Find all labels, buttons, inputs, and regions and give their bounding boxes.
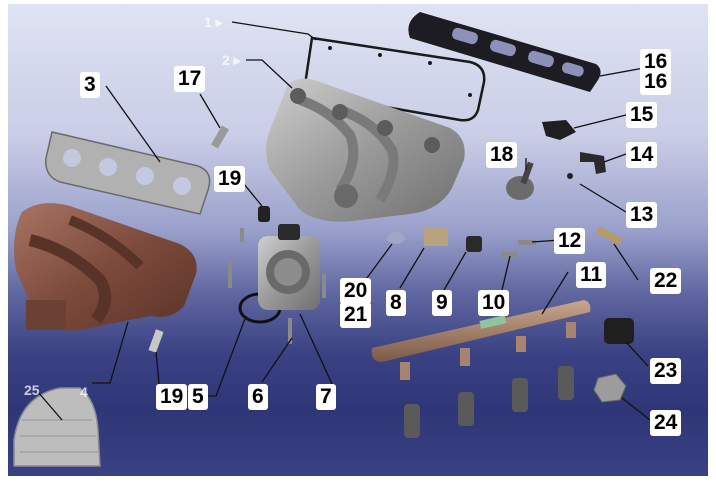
callout-14: 14 bbox=[626, 142, 658, 168]
sensor-14-part bbox=[580, 152, 606, 174]
callout-15: 15 bbox=[626, 102, 658, 128]
callout-2: 2 ▸ bbox=[222, 52, 241, 68]
throttle-body-part bbox=[258, 224, 320, 310]
clip-21-part bbox=[387, 232, 405, 244]
callout-10: 10 bbox=[478, 290, 510, 316]
bolt-part bbox=[596, 226, 623, 245]
callout-1: 1 ▸ bbox=[204, 14, 223, 30]
map-sensor-part bbox=[604, 318, 634, 344]
callout-16b: 16 bbox=[640, 69, 672, 95]
callout-18: 17 bbox=[174, 66, 206, 92]
callout-9: 9 bbox=[432, 290, 452, 316]
exhaust-manifold-part bbox=[14, 203, 197, 331]
fuel-injectors-part bbox=[404, 366, 574, 438]
exhaust-gasket-part bbox=[45, 131, 211, 215]
bolt-6d-part bbox=[240, 228, 244, 242]
callout-11: 11 bbox=[576, 262, 607, 288]
bracket-8-part bbox=[424, 228, 448, 246]
callout-22: 22 bbox=[650, 268, 682, 294]
callout-13: 13 bbox=[626, 202, 658, 228]
intake-seal-plate-part bbox=[408, 12, 601, 92]
callout-7: 7 bbox=[316, 384, 336, 410]
callout-6: 6 bbox=[248, 384, 268, 410]
intake-manifold-part bbox=[266, 78, 465, 222]
callout-4-small: 4 bbox=[80, 384, 88, 400]
sensor-9-part bbox=[466, 236, 482, 252]
sensor-20-part bbox=[258, 206, 270, 222]
stud-19-part bbox=[148, 329, 164, 353]
callout-8: 8 bbox=[386, 290, 406, 316]
bolt-12-part bbox=[518, 240, 536, 245]
stud-18-part bbox=[211, 125, 229, 149]
callout-21b: 21 bbox=[340, 302, 372, 328]
callout-21a: 20 bbox=[340, 278, 372, 304]
callout-20: 19 bbox=[214, 166, 246, 192]
callout-12: 12 bbox=[554, 228, 586, 254]
callout-5: 5 bbox=[188, 384, 208, 410]
sensor-15-part bbox=[542, 120, 576, 140]
callout-19: 19 bbox=[156, 384, 188, 410]
bolt-6b-part bbox=[228, 262, 232, 288]
actuator-17-part bbox=[506, 161, 534, 200]
fuel-rail-part bbox=[371, 300, 591, 380]
washer-13-part bbox=[567, 173, 573, 179]
bolt-6c-part bbox=[322, 274, 326, 298]
callout-17: 18 bbox=[486, 142, 518, 168]
bolt-10-part bbox=[502, 252, 518, 257]
callout-25: 25 bbox=[24, 382, 40, 398]
callout-24: 24 bbox=[650, 410, 682, 436]
heat-shield-part bbox=[13, 387, 101, 467]
nut-part bbox=[593, 373, 627, 403]
callout-23: 23 bbox=[650, 358, 682, 384]
callout-3: 3 bbox=[80, 72, 100, 98]
bolt-6-part bbox=[288, 318, 292, 344]
